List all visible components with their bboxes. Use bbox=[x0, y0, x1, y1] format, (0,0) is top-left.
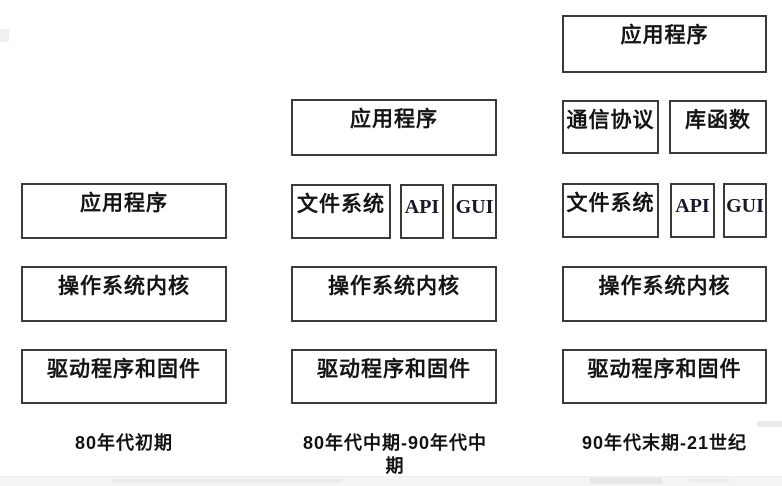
scan-band bbox=[0, 476, 782, 486]
box-application-col1: 应用程序 bbox=[21, 183, 227, 239]
box-drivers-firmware-col1: 驱动程序和固件 bbox=[21, 349, 227, 404]
box-filesystem-col2: 文件系统 bbox=[291, 184, 391, 239]
era-label-mid80s-mid90s: 80年代中期-90年代中 期 bbox=[285, 432, 505, 478]
box-kernel-col1: 操作系统内核 bbox=[21, 266, 227, 322]
era-label-early-80s: 80年代初期 bbox=[21, 432, 227, 455]
scan-artifact bbox=[0, 29, 9, 42]
box-kernel-col3: 操作系统内核 bbox=[562, 266, 767, 322]
box-gui-col2: GUI bbox=[452, 184, 497, 239]
box-library-functions-col3: 库函数 bbox=[669, 100, 767, 154]
era-label-late90s-21c: 90年代末期-21世纪 bbox=[552, 432, 777, 455]
box-drivers-firmware-col2: 驱动程序和固件 bbox=[291, 349, 497, 404]
box-application-col3: 应用程序 bbox=[562, 15, 767, 73]
era-label-line: 90年代末期-21世纪 bbox=[581, 433, 748, 453]
era-label-line: 80年代初期 bbox=[74, 433, 174, 453]
scan-artifact bbox=[757, 421, 782, 427]
era-label-line: 80年代中期-90年代中 bbox=[302, 433, 488, 453]
box-gui-col3: GUI bbox=[723, 183, 767, 238]
box-comm-protocol-col3: 通信协议 bbox=[562, 100, 659, 154]
era-label-line: 期 bbox=[385, 456, 405, 476]
box-drivers-firmware-col3: 驱动程序和固件 bbox=[562, 349, 767, 404]
box-kernel-col2: 操作系统内核 bbox=[291, 266, 497, 322]
box-application-col2: 应用程序 bbox=[291, 99, 497, 156]
box-api-col3: API bbox=[670, 183, 715, 238]
box-filesystem-col3: 文件系统 bbox=[562, 183, 659, 238]
box-api-col2: API bbox=[400, 184, 444, 239]
